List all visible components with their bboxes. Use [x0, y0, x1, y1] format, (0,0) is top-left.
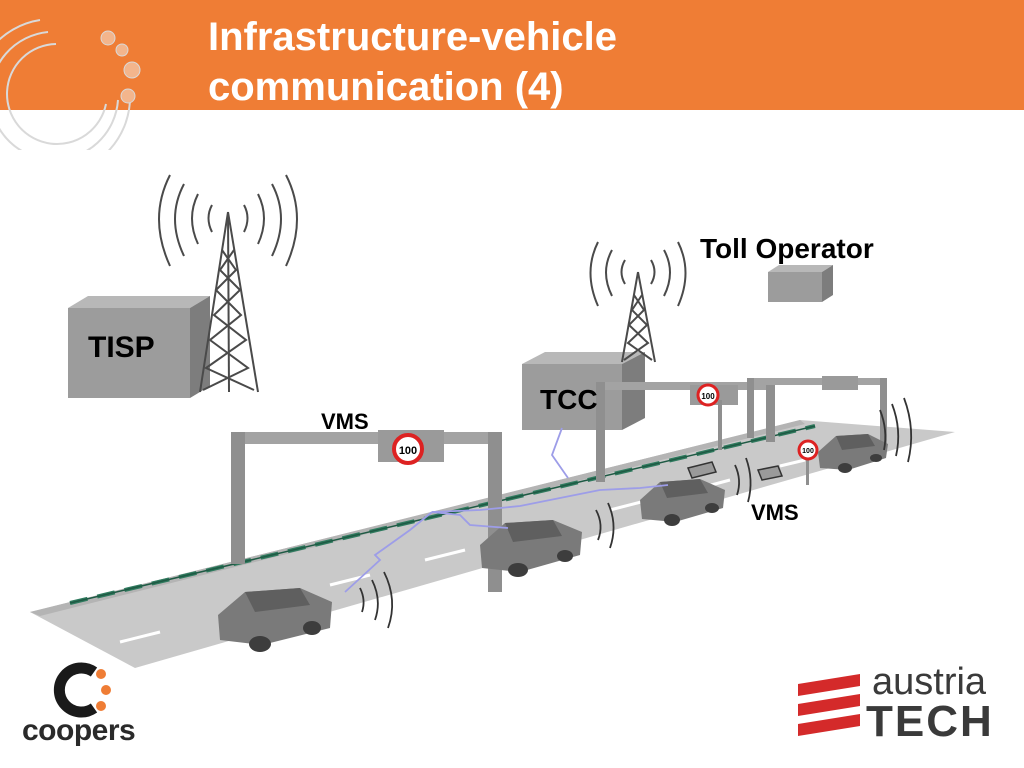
tisp-building	[68, 296, 210, 398]
car-back	[640, 479, 725, 526]
vms-gantry-middle: 100	[596, 382, 775, 482]
toll-operator-building	[768, 265, 833, 302]
coopers-watermark-icon	[0, 19, 141, 150]
toll-operator-label: Toll Operator	[700, 233, 874, 264]
car-far	[818, 434, 888, 473]
tisp-antenna-tower	[199, 211, 259, 393]
communication-links	[344, 427, 669, 593]
tcc-signal-waves-icon	[589, 241, 687, 307]
vms-gantry-right	[747, 376, 887, 448]
title-bar	[0, 0, 1024, 110]
tisp-signal-waves-icon	[158, 174, 298, 267]
slide-title-line2: communication (4)	[208, 65, 564, 109]
tcc-antenna-tower	[621, 271, 656, 363]
slide-title-line1: Infrastructure-vehicle	[208, 15, 618, 59]
car-middle	[480, 520, 582, 577]
vms-label-right: VMS	[751, 500, 799, 525]
roadside-vms-panels	[686, 461, 784, 481]
tcc-building	[522, 352, 645, 430]
tcc-label: TCC	[540, 384, 598, 415]
roadside-speed-value: 100	[802, 448, 814, 455]
coopers-logo-text: coopers	[22, 714, 136, 747]
vms-label-left: VMS	[321, 409, 369, 434]
austriatech-logo-icon	[798, 674, 860, 736]
car-front	[218, 588, 332, 652]
austria-logo-text: austria	[872, 661, 987, 703]
road-edge-line-base	[69, 425, 816, 604]
tisp-label: TISP	[88, 331, 155, 364]
speed-sign-left: 100	[399, 445, 417, 457]
car-signal-waves-icon	[359, 397, 913, 629]
slide-title: Infrastructure-vehicle communication (4)	[208, 12, 928, 112]
tech-logo-text: TECH	[866, 697, 994, 746]
coopers-logo-icon	[53, 662, 111, 718]
roadside-speed-sign: 100	[797, 439, 819, 485]
speed-sign-middle: 100	[701, 392, 715, 401]
